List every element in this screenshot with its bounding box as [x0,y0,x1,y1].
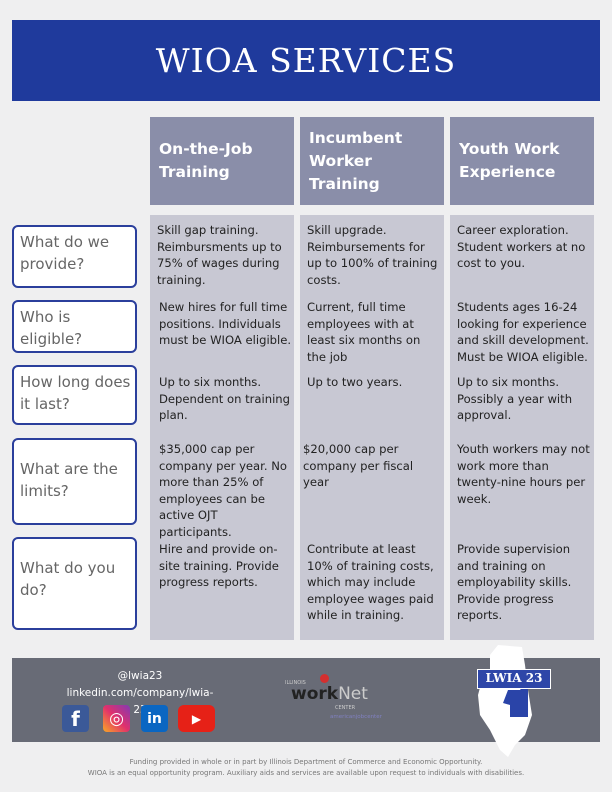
cell: Contribute at least 10% of training cost… [307,542,434,623]
row-label-limits: What are the limits? [12,438,137,525]
social-handle[interactable]: @lwia23 [117,670,163,682]
column-body-youth [450,215,594,640]
cell: Provide supervision and training on empl… [457,542,572,623]
column-header-youth: Youth Work Experience [450,117,594,205]
page-title: WIOA SERVICES [155,41,457,80]
row-label-duration: How long does it last? [12,365,137,425]
row-label-responsibilities: What do you do? [12,537,137,630]
column-body-incumbent [300,215,444,640]
logo-text: CENTER [335,705,356,711]
cell: $20,000 cap per company per fiscal year [303,442,414,490]
logo-text: workNet [291,684,368,704]
cell: Career exploration. Student workers at n… [457,223,586,271]
row-label-eligible: Who is eligible? [12,300,137,353]
instagram-icon[interactable]: ◎ [103,705,130,732]
cell: Youth workers may not work more than twe… [457,442,590,506]
row-label-provide: What do we provide? [12,225,137,288]
logo-text: ILLINOIS [285,680,306,686]
facebook-icon[interactable]: f [62,705,89,732]
cell: Up to six months. Dependent on training … [159,375,291,423]
youtube-icon[interactable]: ▶ [178,705,215,732]
column-header-ojt: On-the-Job Training [150,117,294,205]
column-header-incumbent: Incumbent Worker Training [300,117,444,205]
cell: Students ages 16-24 looking for experien… [457,300,589,364]
illinois-map-icon [478,645,532,757]
eeo-note: WIOA is an equal opportunity program. Au… [87,769,525,777]
funding-note: Funding provided in whole or in part by … [129,758,483,766]
cell: Skill upgrade. Reimbursements for up to … [307,223,438,287]
cell: Skill gap training. Reimbursments up to … [157,223,282,287]
column-body-ojt [150,215,294,640]
illinois-worknet-logo: ILLINOIS workNet CENTER americanjobcente… [285,672,415,732]
cell: New hires for full time positions. Indiv… [159,300,292,348]
cell: $35,000 cap per company per year. No mor… [159,442,288,539]
cell: Hire and provide on-site training. Provi… [159,542,279,590]
cell: Up to two years. [307,375,403,389]
logo-text: americanjobcenter [330,714,382,720]
logo-figure-red [320,674,329,683]
header-banner: WIOA SERVICES [12,20,600,101]
linkedin-icon[interactable]: in [141,705,168,732]
lwia-badge: LWIA 23 [477,669,551,689]
cell: Current, full time employees with at lea… [307,300,421,364]
cell: Up to six months. Possibly a year with a… [457,375,573,423]
